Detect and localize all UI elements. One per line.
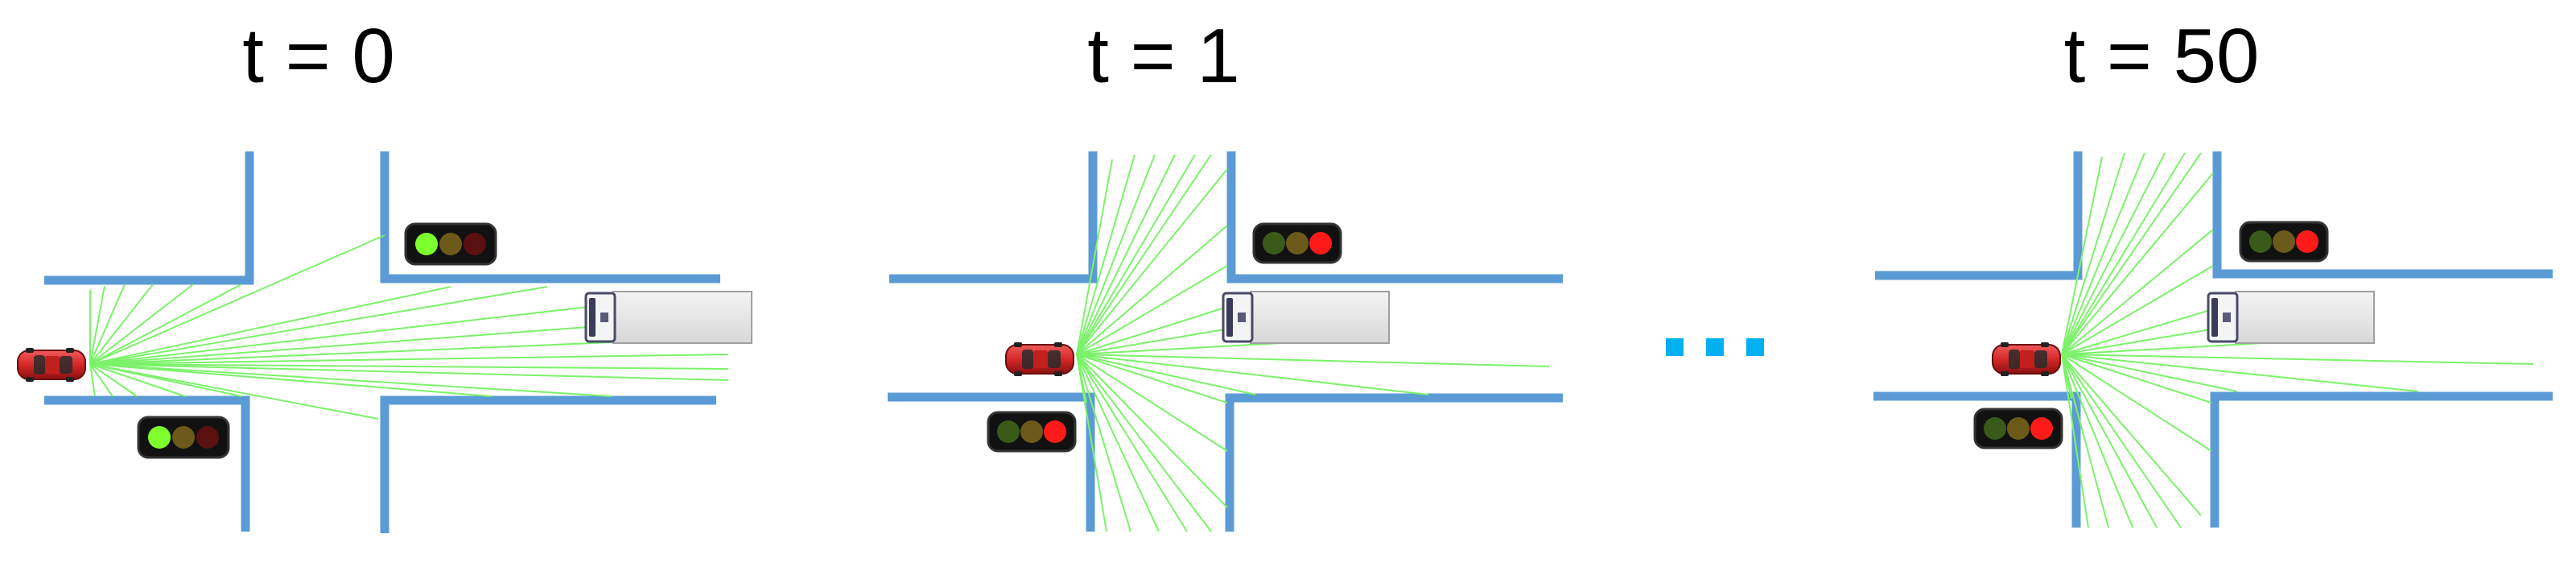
panel-t50 bbox=[1873, 151, 2553, 528]
traffic-light-cross-t1 bbox=[1252, 222, 1342, 264]
lidar-rays-t1 bbox=[1076, 154, 1550, 532]
road-walls-t0 bbox=[44, 151, 720, 533]
traffic-light-ego-t0 bbox=[137, 416, 230, 459]
truck-t50 bbox=[2207, 290, 2376, 345]
traffic-light-cross-t50 bbox=[2239, 221, 2329, 263]
ego-car-t0 bbox=[17, 347, 86, 383]
panel-t0 bbox=[17, 151, 753, 533]
ellipsis-dot bbox=[1706, 338, 1724, 356]
panel-title-t1: t = 1 bbox=[1087, 13, 1240, 99]
ego-car-t1 bbox=[1005, 342, 1074, 377]
ellipsis-dot bbox=[1666, 338, 1684, 356]
traffic-light-ego-t1 bbox=[987, 411, 1077, 453]
traffic-light-cross-t0 bbox=[404, 222, 497, 266]
traffic-light-ego-t50 bbox=[1973, 408, 2063, 449]
lidar-rays-t50 bbox=[2061, 152, 2534, 528]
truck-t1 bbox=[1222, 290, 1391, 345]
ellipsis-dot bbox=[1746, 338, 1764, 356]
panel-title-t50: t = 50 bbox=[2063, 13, 2260, 99]
lidar-rays-t0 bbox=[89, 234, 729, 420]
truck-t0 bbox=[584, 290, 753, 345]
panel-t1 bbox=[888, 151, 1563, 532]
panel-title-t0: t = 0 bbox=[242, 13, 395, 99]
ellipsis-marker bbox=[1666, 338, 1764, 356]
road-walls-t50 bbox=[1873, 151, 2553, 528]
ego-car-t50 bbox=[1992, 342, 2061, 377]
